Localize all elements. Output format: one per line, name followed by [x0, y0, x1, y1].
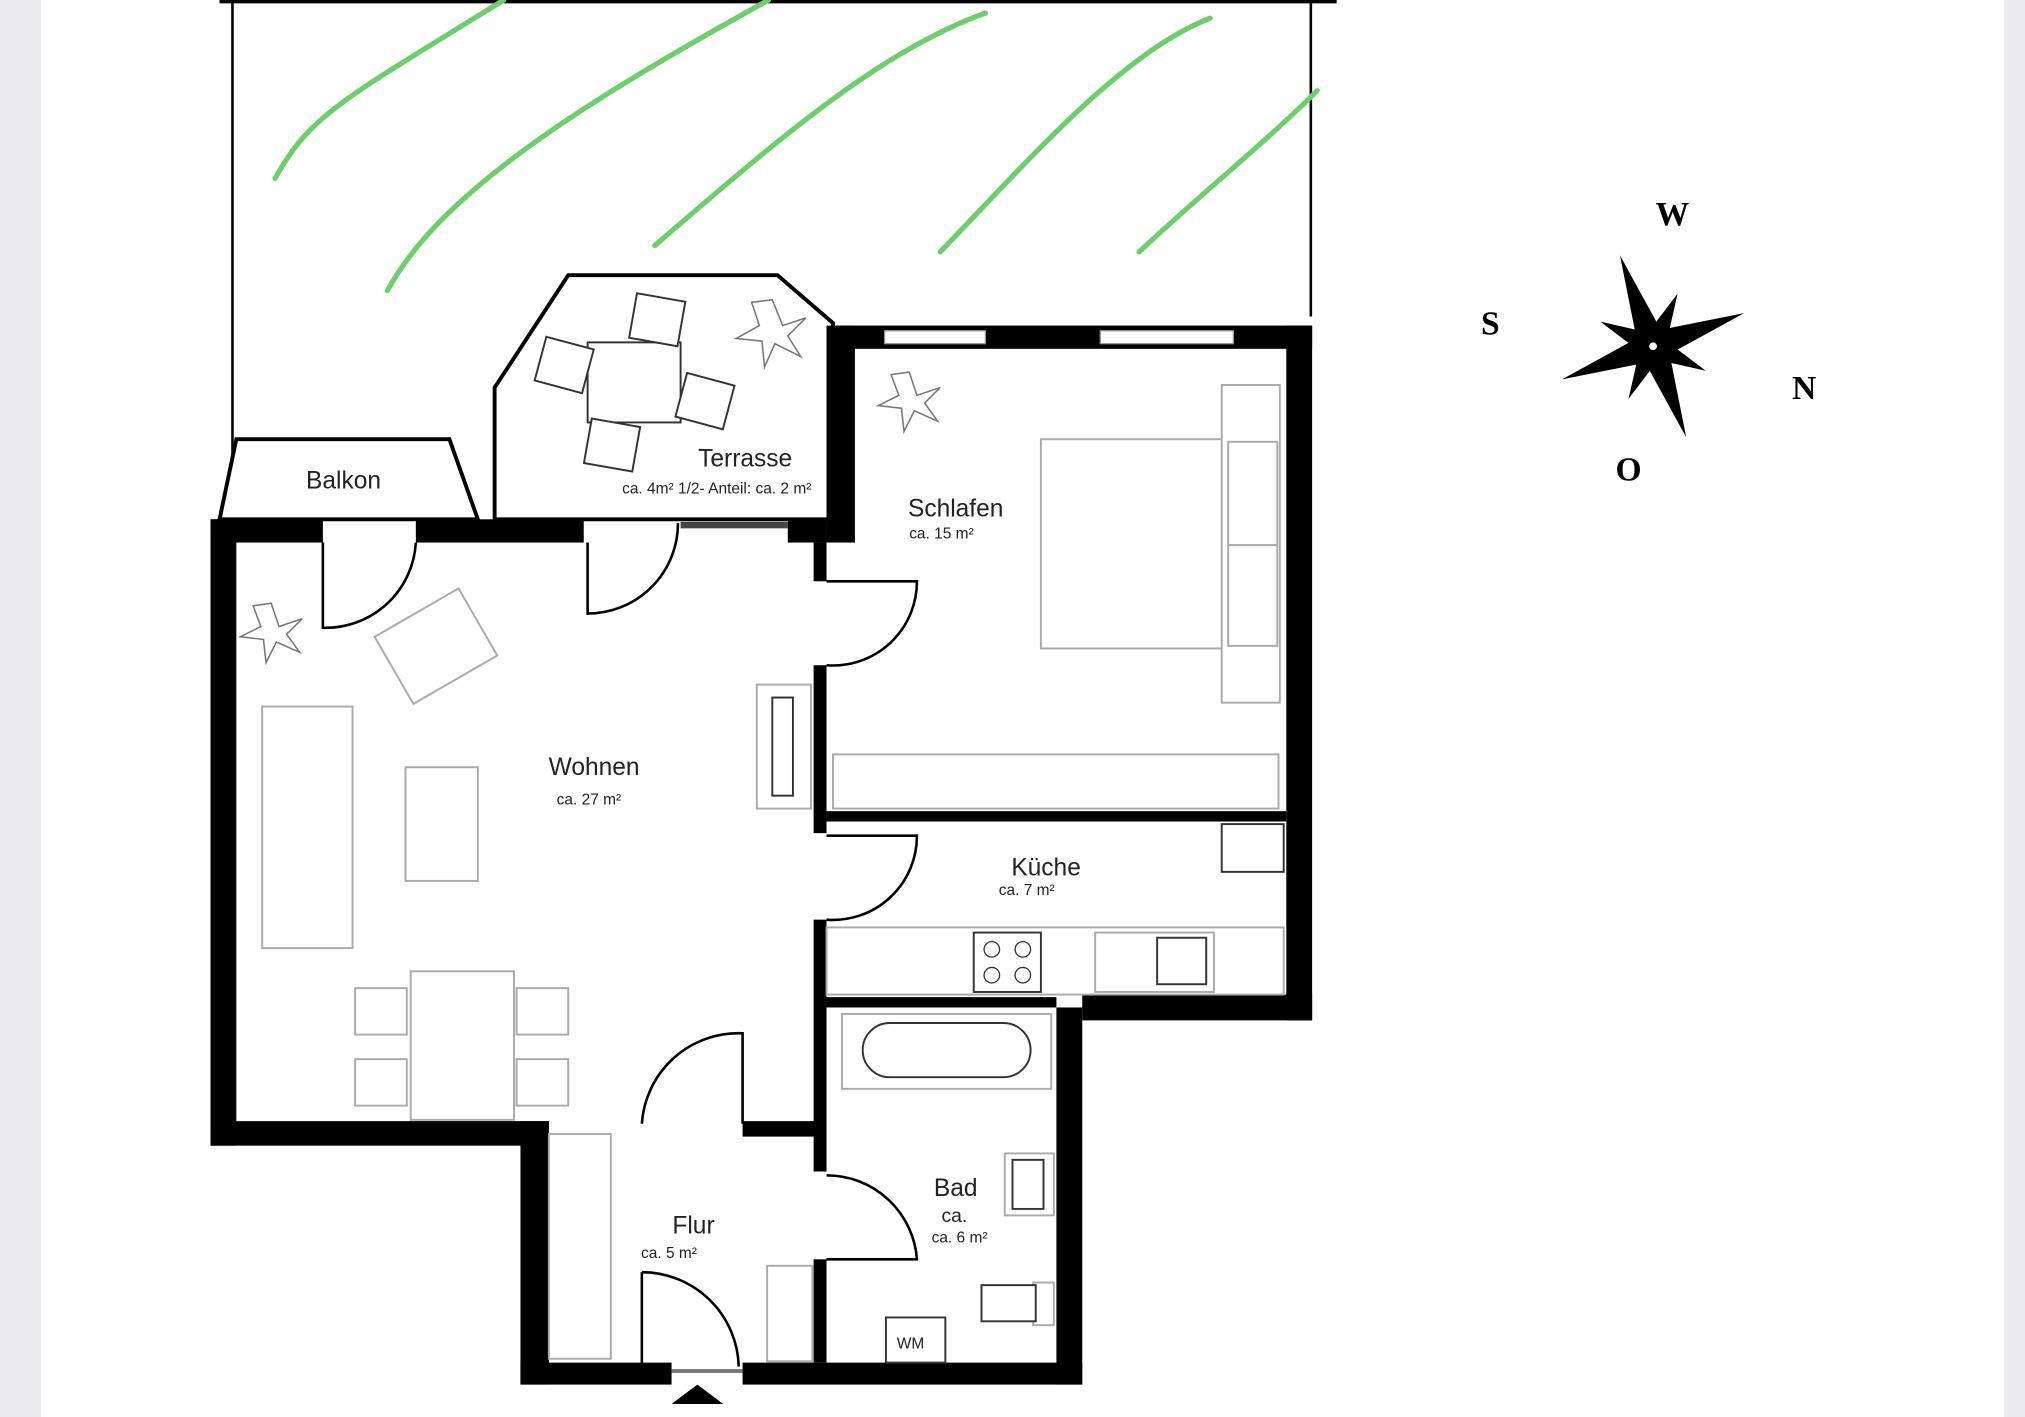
room-label-schlafen: Schlafen: [908, 496, 1003, 523]
room-area-flur: ca. 5 m²: [641, 1245, 697, 1262]
room-area-schlafen: ca. 15 m²: [909, 526, 974, 543]
room-label-wohnen: Wohnen: [549, 754, 640, 781]
compass-label-east: O: [1615, 452, 1641, 489]
furniture: [261, 292, 1285, 1364]
room-label-kueche: Küche: [1011, 855, 1081, 882]
compass-label-south: S: [1481, 306, 1500, 343]
room-label-flur: Flur: [672, 1212, 714, 1239]
room-area-wohnen: ca. 27 m²: [557, 792, 622, 809]
compass-label-west: W: [1656, 196, 1690, 233]
walls: [210, 325, 1313, 1385]
plant-icons: [237, 298, 941, 666]
room-area-bad-line1: ca.: [941, 1205, 967, 1227]
balcony-outline: [217, 437, 481, 522]
room-label-balkon: Balkon: [306, 467, 381, 494]
right-margin: [2004, 0, 2025, 1417]
garden-area: [219, 0, 1337, 459]
room-label-bad: Bad: [934, 1175, 978, 1202]
room-area-kueche: ca. 7 m²: [999, 882, 1055, 899]
entrance-arrow-icon: [671, 1384, 724, 1404]
room-area-terrasse: ca. 4m² 1/2- Anteil: ca. 2 m²: [622, 480, 811, 497]
washing-machine-label: WM: [897, 1335, 925, 1352]
left-margin: [0, 0, 41, 1417]
compass-label-north: N: [1792, 370, 1816, 407]
room-label-terrasse: Terrasse: [698, 445, 792, 472]
room-area-bad: ca. 6 m²: [932, 1230, 988, 1247]
doors: [321, 523, 919, 1367]
compass-rose-icon: [1562, 255, 1745, 438]
